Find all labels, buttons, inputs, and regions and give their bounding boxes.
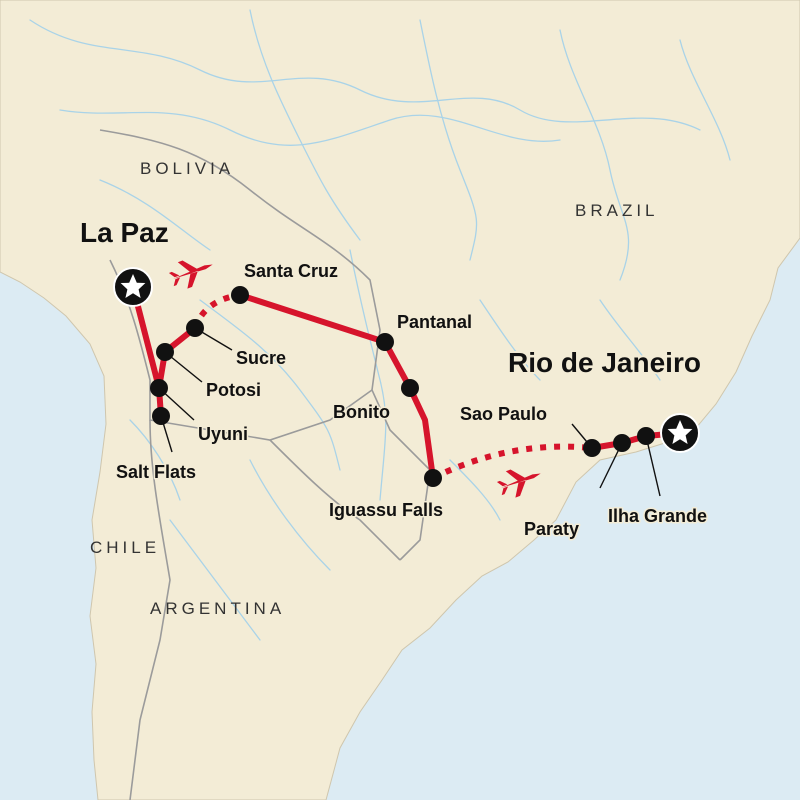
stop-dot-icon [152, 407, 170, 425]
stop-dot-icon [637, 427, 655, 445]
star-icon [660, 413, 700, 453]
stop-dot-icon [401, 379, 419, 397]
airplane-icon [496, 469, 541, 498]
stop-dot-icon [231, 286, 249, 304]
city-label-uyuni: Uyuni [198, 424, 248, 444]
route-stops [150, 286, 655, 487]
city-label-sucre: Sucre [236, 348, 286, 368]
city-label-ilha-grande: Ilha Grande [608, 506, 707, 526]
stop-dot-icon [186, 319, 204, 337]
city-label-rio-de-janeiro: Rio de Janeiro [508, 347, 701, 378]
city-label-iguassu-falls: Iguassu Falls [329, 500, 443, 520]
country-label-argentina: ARGENTINA [150, 599, 285, 618]
city-label-bonito: Bonito [333, 402, 390, 422]
airplane-icon [168, 260, 213, 289]
city-label-santa-cruz: Santa Cruz [244, 261, 338, 281]
city-label-paraty: Paraty [524, 519, 579, 539]
city-label-pantanal: Pantanal [397, 312, 472, 332]
stop-dot-icon [424, 469, 442, 487]
star-icon [113, 267, 153, 307]
city-label-salt-flats: Salt Flats [116, 462, 196, 482]
country-label-chile: CHILE [90, 538, 160, 557]
city-label-sao-paulo: Sao Paulo [460, 404, 547, 424]
city-label-la-paz: La Paz [80, 217, 169, 248]
stop-dot-icon [583, 439, 601, 457]
rivers [29, 9, 731, 641]
stop-dot-icon [156, 343, 174, 361]
flight-path-iguassu-sao-paulo [431, 443, 593, 481]
city-label-potosi: Potosi [206, 380, 261, 400]
stop-dot-icon [150, 379, 168, 397]
stop-dot-icon [376, 333, 394, 351]
country-label-brazil: BRAZIL [575, 201, 659, 220]
country-label-bolivia: BOLIVIA [140, 159, 234, 178]
stop-dot-icon [613, 434, 631, 452]
